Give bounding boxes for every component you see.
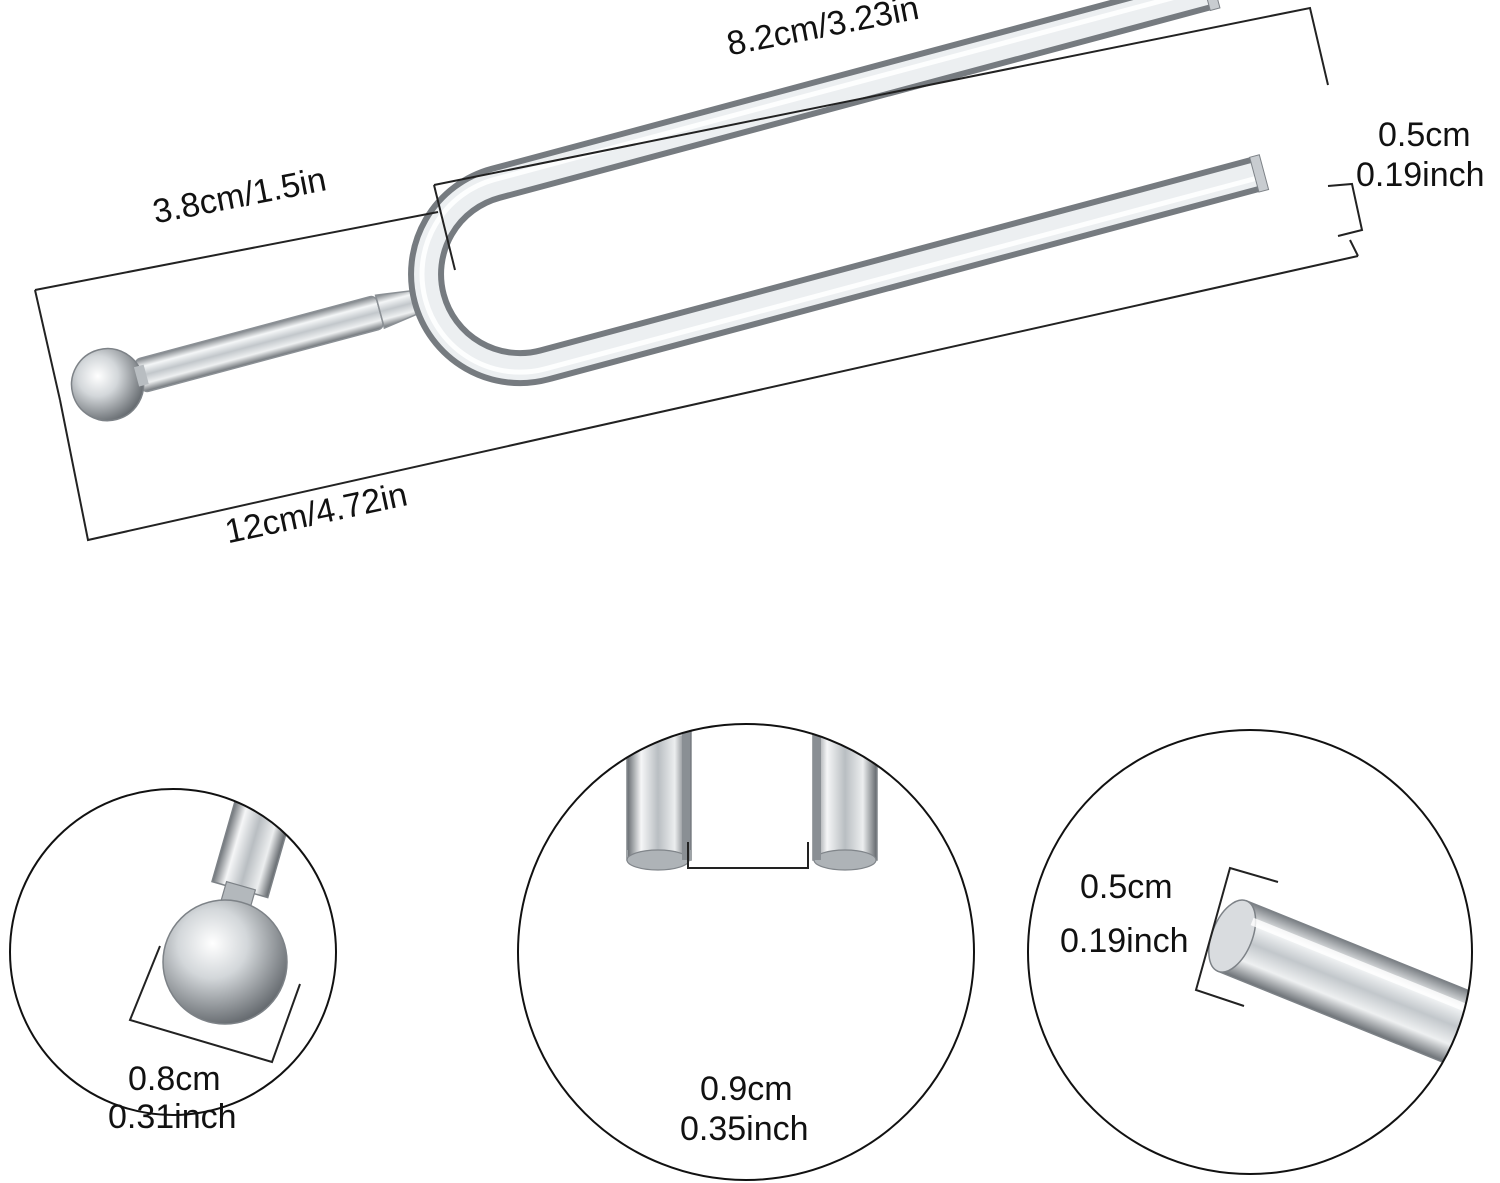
main-dimension-lines [34,6,1364,542]
detail-tine-gap [517,723,975,1181]
tine-width-cm-label: 0.5cm [1378,116,1471,154]
end-diameter-in-label: 0.19inch [1060,922,1189,960]
tuning-fork [70,0,1270,422]
detail-tine-end [1027,729,1473,1175]
detail-circle-ball [9,788,337,1116]
detail-ball-end [9,788,337,1116]
gap-width-cm-label: 0.9cm [700,1070,793,1108]
gap-width-in-label: 0.35inch [680,1110,809,1148]
detail-circle-end [1027,729,1473,1175]
ball-diameter-cm-label: 0.8cm [128,1060,221,1098]
ball-diameter-in-label: 0.31inch [108,1098,237,1136]
tine-width-in-label: 0.19inch [1356,156,1485,194]
detail-circle-gap [517,723,975,1181]
end-diameter-cm-label: 0.5cm [1080,868,1173,906]
